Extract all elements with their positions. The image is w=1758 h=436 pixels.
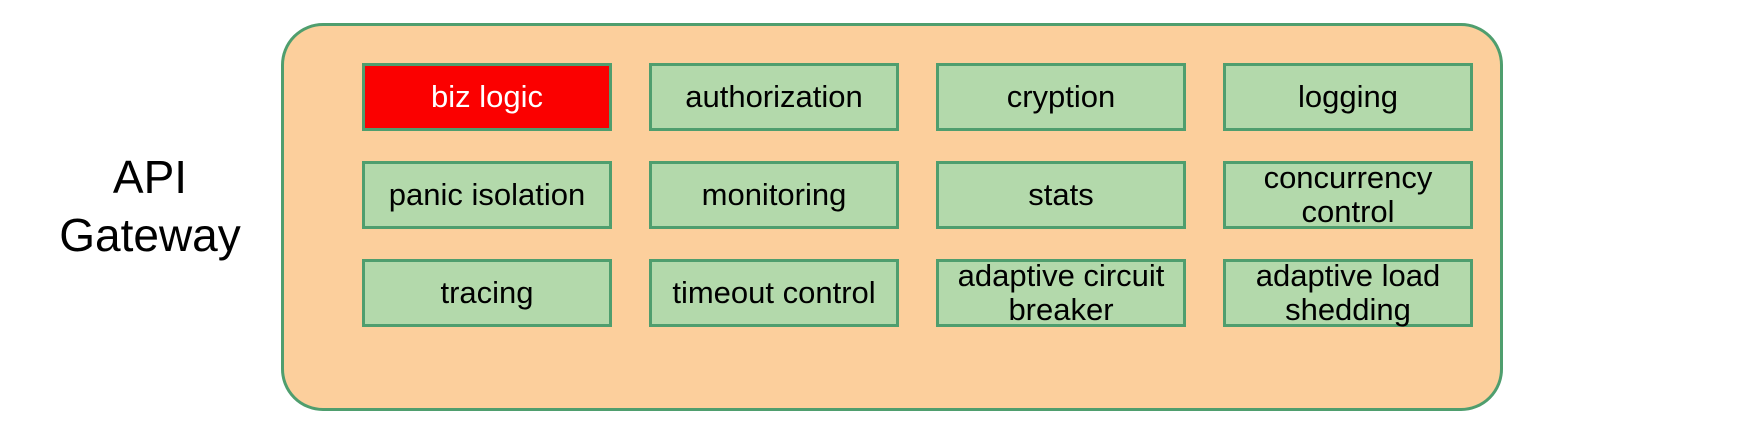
capability-label: concurrency control bbox=[1263, 160, 1433, 229]
capability-box-tracing[interactable]: tracing bbox=[362, 259, 612, 327]
capability-box-concurrency-control[interactable]: concurrency control bbox=[1223, 161, 1473, 229]
capability-box-authorization[interactable]: authorization bbox=[649, 63, 899, 131]
capability-label: biz logic bbox=[431, 79, 543, 114]
capability-label: logging bbox=[1298, 79, 1398, 114]
capability-box-adaptive-load-shedding[interactable]: adaptive load shedding bbox=[1223, 259, 1473, 327]
capability-label: monitoring bbox=[701, 177, 847, 212]
capability-box-adaptive-circuit-breaker[interactable]: adaptive circuit breaker bbox=[936, 259, 1186, 327]
capability-box-stats[interactable]: stats bbox=[936, 161, 1186, 229]
capability-box-timeout-control[interactable]: timeout control bbox=[649, 259, 899, 327]
capability-grid: biz logic authorization cryption logging… bbox=[362, 63, 1474, 363]
capability-label: stats bbox=[1028, 177, 1094, 212]
capability-label: adaptive load shedding bbox=[1255, 258, 1441, 327]
capability-box-cryption[interactable]: cryption bbox=[936, 63, 1186, 131]
capability-box-panic-isolation[interactable]: panic isolation bbox=[362, 161, 612, 229]
capability-label: panic isolation bbox=[388, 177, 586, 212]
capability-box-logging[interactable]: logging bbox=[1223, 63, 1473, 131]
capability-label: tracing bbox=[440, 275, 534, 310]
api-gateway-label: API Gateway bbox=[59, 151, 241, 261]
capability-box-monitoring[interactable]: monitoring bbox=[649, 161, 899, 229]
capability-label: timeout control bbox=[672, 275, 876, 310]
capability-label: cryption bbox=[1006, 79, 1116, 114]
capability-box-biz-logic[interactable]: biz logic bbox=[362, 63, 612, 131]
api-gateway-container: biz logic authorization cryption logging… bbox=[281, 23, 1503, 411]
capability-label: adaptive circuit breaker bbox=[957, 258, 1165, 327]
capability-label: authorization bbox=[685, 79, 863, 114]
